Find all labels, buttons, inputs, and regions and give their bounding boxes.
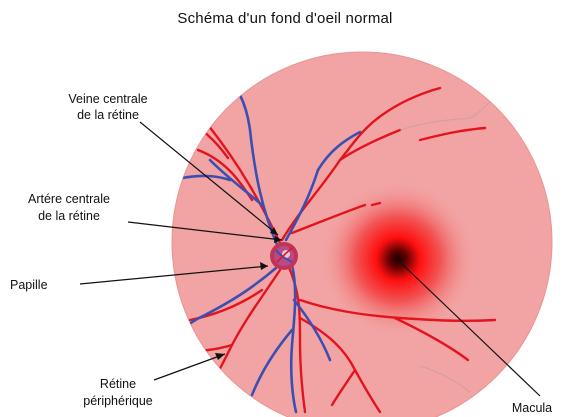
label-veine-2: de la rétine bbox=[77, 108, 139, 122]
label-artere-1: Artére centrale bbox=[28, 192, 110, 206]
papilla bbox=[270, 242, 298, 270]
label-macula: Macula bbox=[512, 401, 552, 415]
label-papille: Papille bbox=[10, 278, 48, 292]
label-retine-2: périphérique bbox=[83, 394, 153, 408]
label-retine-1: Rétine bbox=[100, 377, 136, 391]
macula bbox=[320, 181, 476, 337]
label-veine-1: Veine centrale bbox=[68, 92, 147, 106]
label-artere-2: de la rétine bbox=[38, 209, 100, 223]
